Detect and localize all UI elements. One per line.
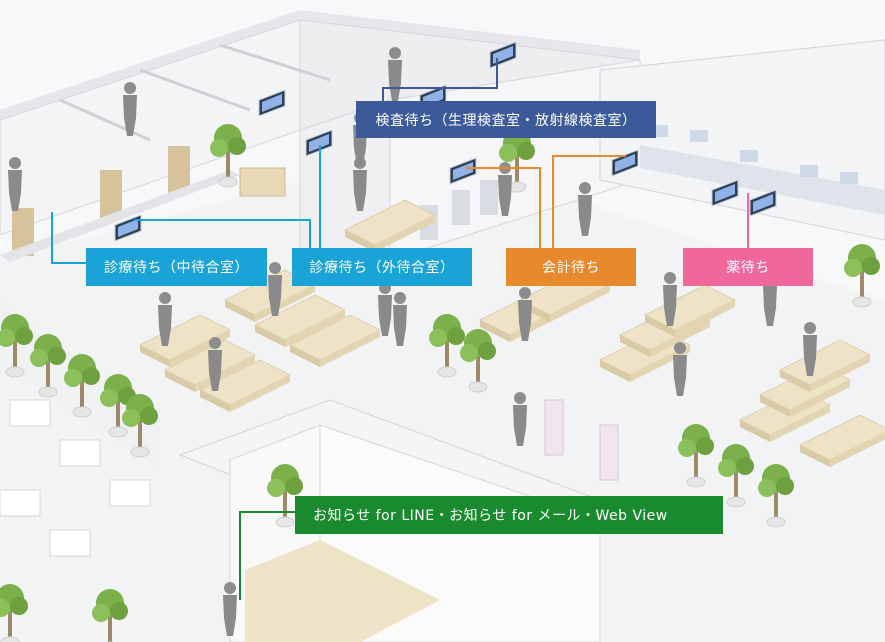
consult-outer-wait-label[interactable]: 診療待ち（外待合室） xyxy=(292,248,472,286)
outer-wait-connector-a xyxy=(134,219,311,248)
accounting-connector-a xyxy=(466,167,541,248)
reception-counters xyxy=(599,39,885,241)
accounting-wait-label[interactable]: 会計待ち xyxy=(506,248,636,286)
pharmacy-wait-label[interactable]: 薬待ち xyxy=(683,248,813,286)
accounting-connector-b xyxy=(552,155,626,248)
notice-connector xyxy=(239,511,295,600)
inner-wait-connector-a xyxy=(51,212,86,264)
connectors xyxy=(51,58,749,600)
exam-connector xyxy=(382,58,498,101)
exam-wait-label[interactable]: 検査待ち（生理検査室・放射線検査室） xyxy=(356,101,656,138)
consult-inner-wait-label[interactable]: 診療待ち（中待合室） xyxy=(86,248,267,286)
notice-label[interactable]: お知らせ for LINE・お知らせ for メール・Web View xyxy=(295,496,723,534)
